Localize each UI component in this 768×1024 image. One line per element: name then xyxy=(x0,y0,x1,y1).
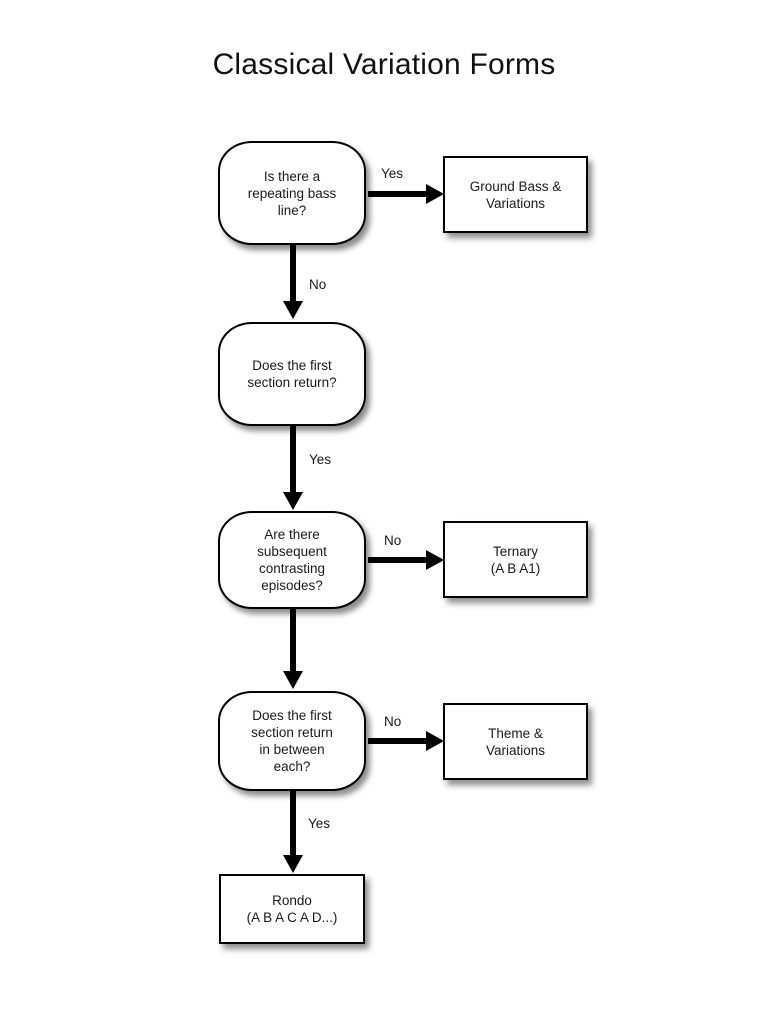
decision-node-label: Are there subsequent contrasting episode… xyxy=(257,527,327,593)
arrow-head xyxy=(283,492,303,510)
edge-label-no-theme-variations: No xyxy=(384,714,402,729)
decision-node-first-section-return-in-between[interactable]: Does the first section return in between… xyxy=(218,691,366,791)
terminal-node-label: Ground Bass & Variations xyxy=(469,178,562,211)
page-title: Classical Variation Forms xyxy=(212,48,556,81)
decision-node-label: Does the first section return in between… xyxy=(251,708,333,774)
decision-node-first-section-return[interactable]: Does the first section return? xyxy=(218,322,366,426)
arrow-head xyxy=(283,855,303,873)
arrow-head xyxy=(426,184,444,204)
terminal-node-label: Rondo (A B A C A D...) xyxy=(246,893,338,925)
arrow-shaft xyxy=(290,791,296,855)
terminal-node-label: Theme & Variations xyxy=(485,725,546,758)
edge-label-no-ternary: No xyxy=(384,533,402,548)
arrow-shaft xyxy=(368,557,428,563)
decision-node-label: Does the first section return? xyxy=(247,358,337,390)
terminal-node-ternary[interactable]: Ternary (A B A1) xyxy=(443,521,588,598)
arrow-shaft xyxy=(290,245,296,301)
edge-label-no-first-section-return: No xyxy=(309,277,327,292)
decision-node-repeating-bass-line[interactable]: Is there a repeating bass line? xyxy=(218,141,366,245)
decision-node-label: Is there a repeating bass line? xyxy=(247,168,337,218)
terminal-node-ground-bass-variations[interactable]: Ground Bass & Variations xyxy=(443,156,588,233)
edge-label-yes-rondo: Yes xyxy=(308,816,331,831)
arrow-shaft xyxy=(290,426,296,492)
arrow-head xyxy=(283,301,303,319)
arrow-shaft xyxy=(290,609,296,671)
arrow-head xyxy=(283,671,303,689)
arrow-head xyxy=(426,550,444,570)
terminal-node-theme-variations[interactable]: Theme & Variations xyxy=(443,703,588,780)
arrow-shaft xyxy=(368,191,428,197)
terminal-node-rondo[interactable]: Rondo (A B A C A D...) xyxy=(219,874,365,944)
decision-node-subsequent-contrasting-episodes[interactable]: Are there subsequent contrasting episode… xyxy=(218,511,366,609)
terminal-node-label: Ternary (A B A1) xyxy=(490,543,541,576)
edge-label-yes-subsequent-episodes: Yes xyxy=(309,452,332,467)
edge-label-yes-ground-bass: Yes xyxy=(381,166,404,181)
arrow-head xyxy=(426,731,444,751)
arrow-shaft xyxy=(368,738,428,744)
